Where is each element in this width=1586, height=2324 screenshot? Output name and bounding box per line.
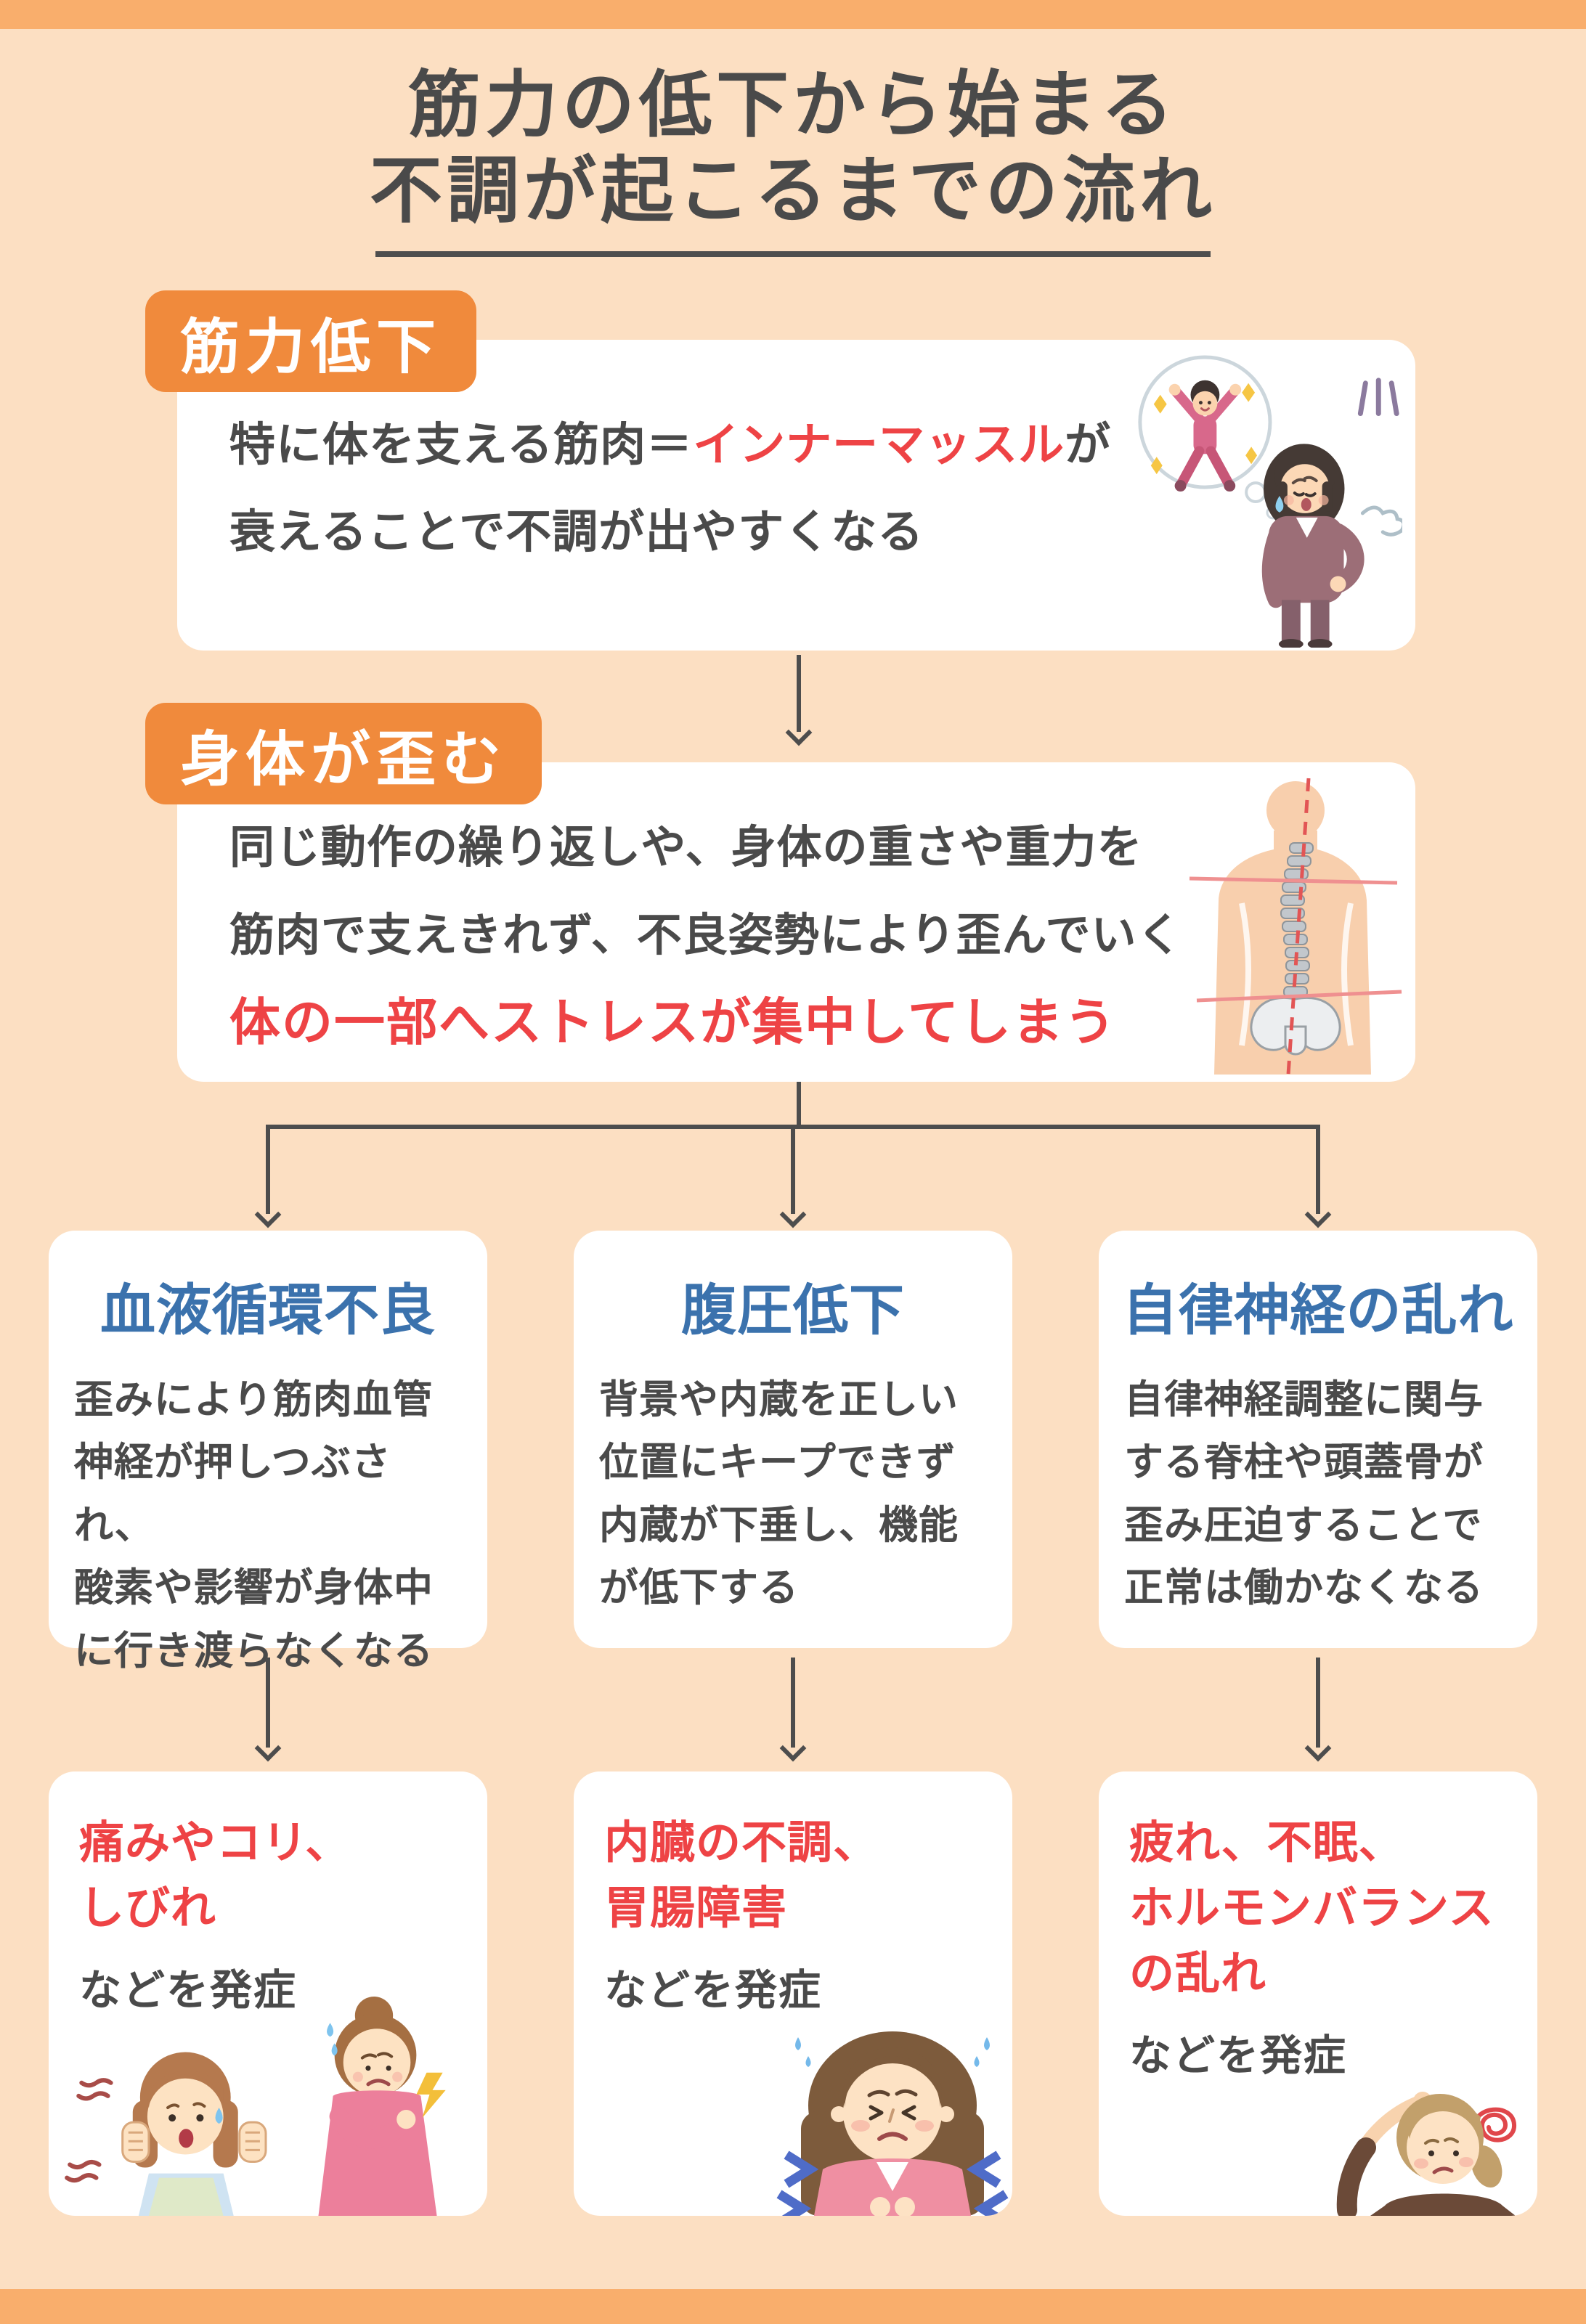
result-highlight: 疲れ、不眠、 ホルモンバランス の乱れ [1129,1818,1494,1999]
chills-shoulder-pain-illustration [65,1997,446,2216]
branch-title: 自律神経の乱れ [1122,1280,1514,1342]
result-suffix: などを発症 [1129,2031,1348,2079]
branch-card-abdominal-pressure: 腹圧低下 背景や内蔵を正しい 位置にキープできず 内蔵が下垂し、機能 が低下する [574,1231,1012,1648]
arrow-down-icon [779,1127,807,1228]
arrow-down-icon [779,1658,807,1762]
step2-text: 同じ動作の繰り返しや、身体の重さや重力を 筋肉で支えきれず、不良姿勢により歪んで… [229,823,1183,961]
branch-connector-stem [797,1082,801,1127]
step2-text-red: 体の一部へストレスが集中してしまう [229,994,1117,1051]
arrow-down-icon [1304,1658,1332,1762]
bottom-orange-band [0,2289,1586,2324]
step1-badge: 筋力低下 [145,290,477,392]
branch-body: 自律神経調整に関与 する脊柱や頭蓋骨が 歪み圧迫することで 正常は働かなくなる [1124,1378,1484,1610]
branch-card-autonomic-nerves: 自律神経の乱れ 自律神経調整に関与 する脊柱や頭蓋骨が 歪み圧迫することで 正常… [1099,1231,1537,1648]
result-suffix: などを発症 [604,1966,823,2014]
page-title: 筋力の低下から始まる 不調が起こるまでの流れ [0,62,1586,234]
step2-badge: 身体が歪む [145,703,542,804]
result-card-fatigue-insomnia: 疲れ、不眠、 ホルモンバランス の乱れ などを発症 [1099,1771,1537,2216]
step1-text: 特に体を支える筋肉＝インナーマッスルが 衰えることで不調が出やすくなる [229,402,1111,576]
result-suffix: などを発症 [79,1966,298,2014]
result-card-internal-organs: 内臓の不調、 胃腸障害 などを発症 [574,1771,1012,2216]
step2-card: 同じ動作の繰り返しや、身体の重さや重力を 筋肉で支えきれず、不良姿勢により歪んで… [177,762,1415,1082]
confused-woman-illustration [1336,2092,1516,2216]
page-title-line2: 不調が起こるまでの流れ [370,150,1216,232]
branch-title: 血液循環不良 [100,1280,436,1342]
arrow-down-icon [1304,1127,1332,1228]
arrow-down-icon [785,655,813,746]
step1-text-suffix: が [1065,420,1112,470]
result-highlight: 痛みやコリ、 しびれ [79,1818,351,1933]
stomach-ache-illustration [776,2031,1009,2216]
step1-text-highlight: インナーマッスル [693,420,1065,470]
branch-body: 歪みにより筋肉血管 神経が押しつぶされ、 酸素や影響が身体中 に行き渡らなくなる [74,1378,434,1673]
step1-card: 特に体を支える筋肉＝インナーマッスルが 衰えることで不調が出やすくなる [177,340,1415,651]
branch-body: 背景や内蔵を正しい 位置にキープできず 内蔵が下垂し、機能 が低下する [599,1378,959,1610]
page-title-line1: 筋力の低下から始まる [408,65,1178,146]
result-highlight: 内臓の不調、 胃腸障害 [604,1818,879,1933]
arrow-down-icon [254,1127,282,1228]
top-orange-band [0,0,1586,29]
arrow-down-icon [254,1658,282,1762]
title-underline [375,251,1211,257]
spine-diagram-illustration [1189,778,1402,1075]
step1-text-prefix: 特に体を支える筋肉＝ [229,420,694,470]
branch-card-blood-circulation: 血液循環不良 歪みにより筋肉血管 神経が押しつぶされ、 酸素や影響が身体中 に行… [49,1231,487,1673]
result-card-pain-stiffness: 痛みやコリ、 しびれ などを発症 [49,1771,487,2216]
branch-title: 腹圧低下 [681,1280,905,1342]
tired-woman-illustration [1138,355,1402,648]
step1-text-line2: 衰えることで不調が出やすくなる [229,506,924,558]
